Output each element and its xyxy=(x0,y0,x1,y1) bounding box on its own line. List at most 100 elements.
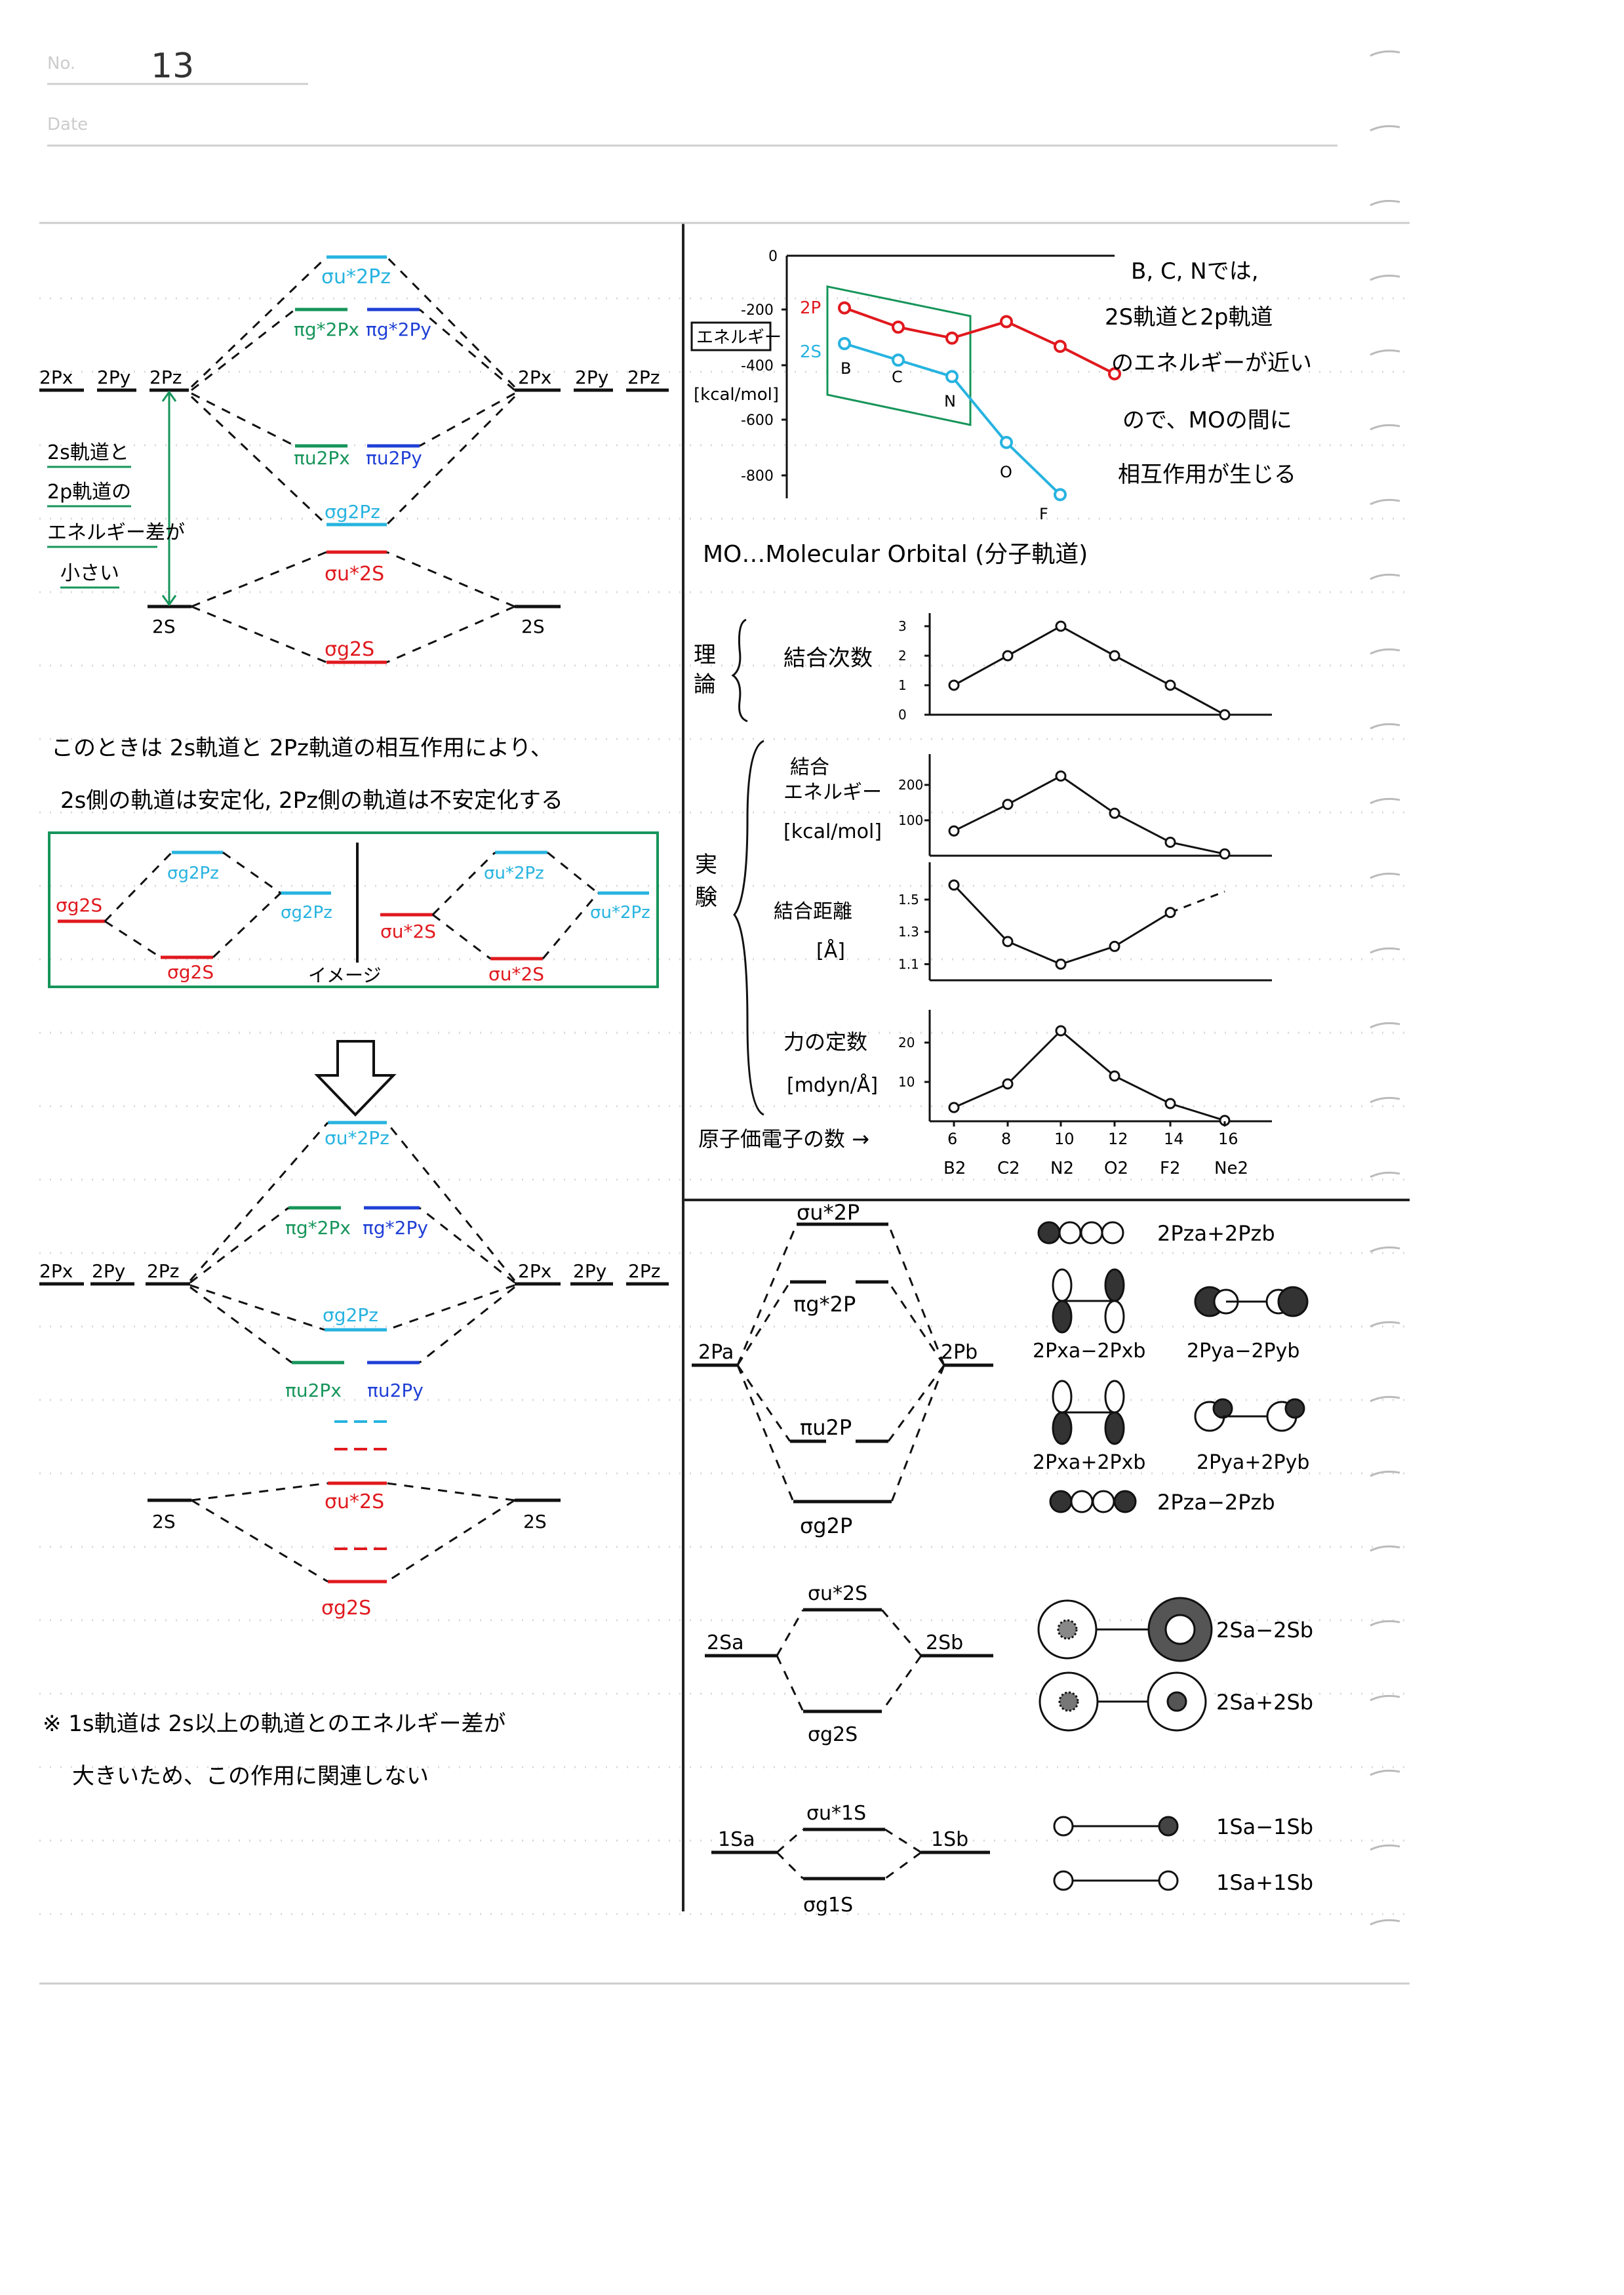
orbital-py-plus-icon xyxy=(1194,1398,1305,1432)
image-caption: イメージ xyxy=(308,965,381,986)
s-ao-b: 2Sb xyxy=(926,1631,963,1654)
mo-top-sigma-u-2pz: σu*2Pz xyxy=(321,266,391,289)
energy-point-2p xyxy=(1000,315,1013,329)
bond-energy-point xyxy=(1055,770,1067,782)
label-py-plus: 2Pya+2Pyb xyxy=(1197,1451,1309,1474)
image-left-right: σg2Pz xyxy=(281,903,332,923)
bond-length-extrapolation xyxy=(1170,890,1225,914)
energy-point-2s xyxy=(1000,435,1013,449)
binder-ring-icon xyxy=(1370,1395,1400,1403)
ao-left-2px: 2Px xyxy=(39,367,73,388)
bond-order-point xyxy=(1055,620,1067,632)
orbital-shapes: 2Pza+2Pzb 2Pxa−2Pxb 2Pya−2Pyb 2Pxa+2Pxb xyxy=(1033,1221,1313,1895)
1s-mo-sigma-u: σu*1S xyxy=(806,1802,866,1825)
ao-right-2px-b: 2Px xyxy=(518,1260,551,1282)
series-label-2p: 2P xyxy=(800,298,821,318)
bond-energy-point xyxy=(1164,836,1176,848)
ao-left-2py-b: 2Py xyxy=(92,1260,125,1282)
gap-note-1: 2s軌道と xyxy=(47,441,129,464)
1s-ao-b: 1Sb xyxy=(931,1828,968,1851)
energy-point-n: N xyxy=(944,392,956,410)
label-1s-minus: 1Sa−1Sb xyxy=(1216,1814,1313,1839)
orbital-py-minus-icon xyxy=(1194,1286,1309,1317)
bond-length-point xyxy=(948,879,960,891)
binder-ring-icon xyxy=(1370,723,1400,730)
x-number-label: 6 xyxy=(947,1130,957,1148)
mo-diagram-bottom: 2Px 2Py 2Pz 2Px 2Py 2Pz σu*2Pz πg*2Px πg… xyxy=(39,1121,669,1620)
binder-ring-icon xyxy=(1370,573,1400,580)
bond-order-line xyxy=(953,625,1225,716)
binder-ring-icon xyxy=(1370,125,1400,132)
bond-energy-point xyxy=(1002,799,1014,810)
label-pz-minus: 2Pza−2Pzb xyxy=(1157,1490,1275,1515)
binder-ring-icon xyxy=(1370,199,1400,207)
footnote-line-2: 大きいため、この作用に関連しない xyxy=(72,1763,429,1789)
ao-right-2pz-b: 2Pz xyxy=(628,1260,660,1282)
energy-point-2p xyxy=(892,320,905,334)
binder-ring-icon xyxy=(1370,1171,1400,1178)
force-constant-point xyxy=(1109,1070,1120,1082)
bond-energy-point xyxy=(1219,848,1231,860)
page-header: No. 13 Date xyxy=(47,47,1337,147)
bond-length-point xyxy=(1164,907,1176,919)
x-number-label: 12 xyxy=(1108,1130,1128,1148)
mo-bottom-pi-u-2py: πu2Py xyxy=(367,1380,424,1401)
p-ao-a: 2Pa xyxy=(698,1341,734,1364)
ao-left-2pz: 2Pz xyxy=(149,367,182,388)
energy-point-2s xyxy=(838,337,851,350)
energy-ytick-400: -400 xyxy=(741,358,774,374)
binder-ring-icon xyxy=(1370,498,1400,506)
force-constant-point xyxy=(1164,1098,1176,1109)
mo-bottom-sigma-g-2pz: σg2Pz xyxy=(323,1304,378,1326)
bond-order-point xyxy=(948,679,960,691)
bond-energy-label-1: 結合 xyxy=(790,756,829,779)
ao-right-2s-b: 2S xyxy=(523,1511,547,1532)
x-number-label: 16 xyxy=(1218,1130,1238,1148)
mo-bottom-sigma-u-2pz: σu*2Pz xyxy=(325,1127,389,1149)
orbital-2s-minus-icon xyxy=(1037,1597,1213,1662)
x-caption: 原子価電子の数 → xyxy=(698,1127,869,1151)
bond-order-point xyxy=(1164,679,1176,691)
energy-point-2s xyxy=(892,353,905,367)
bond-order-ytick-label: 2 xyxy=(898,648,907,664)
interaction-text-1: このときは 2s軌道と 2Pz軌道の相互作用により、 xyxy=(51,735,553,761)
property-charts: 理 論 実 験 結合次数 結合 エネルギー [kcal/mol] 結合距離 [Å… xyxy=(694,613,1272,1178)
binder-ring-icon xyxy=(1370,1470,1400,1477)
ao-left-2s: 2S xyxy=(152,616,176,637)
energy-point-b: B xyxy=(841,359,851,378)
binder-ring-icon xyxy=(1370,1321,1400,1328)
ao-right-2py: 2Py xyxy=(575,367,608,388)
label-px-plus: 2Pxa+2Pxb xyxy=(1033,1451,1145,1474)
mo-top-pi-u-2py: πu2Py xyxy=(366,447,422,469)
binder-ring-icon xyxy=(1370,797,1400,805)
ao-right-2py-b: 2Py xyxy=(573,1260,606,1282)
label-1s-plus: 1Sa+1Sb xyxy=(1216,1870,1313,1895)
mo-top-pi-g-2py: πg*2Py xyxy=(366,319,431,340)
footnote-line-1: ※ 1s軌道は 2s以上の軌道とのエネルギー差が xyxy=(43,1711,505,1737)
binder-ring-icon xyxy=(1370,872,1400,879)
binder-ring-icon xyxy=(1370,50,1400,57)
mo-bottom-sigma-u-2s: σu*2S xyxy=(325,1490,384,1513)
p-mo-pi-g: πg*2P xyxy=(793,1292,856,1317)
image-box: σg2Pz σg2Pz σg2S σg2S σu*2Pz σu*2Pz σu*2… xyxy=(48,831,659,988)
energy-ytick-600: -600 xyxy=(741,412,774,429)
energy-plot xyxy=(838,301,1121,502)
orbital-pz-sum-icon xyxy=(1037,1221,1124,1245)
label-theory: 理 xyxy=(694,642,716,668)
energy-note-1: B, C, Nでは, xyxy=(1131,258,1259,285)
series-label-2s: 2S xyxy=(800,342,822,362)
image-left-high: σg2Pz xyxy=(167,864,219,883)
energy-point-2p xyxy=(1054,340,1067,353)
energy-point-2s xyxy=(945,370,959,384)
ao-left-2pz-b: 2Pz xyxy=(147,1260,179,1282)
energy-chart: 0 -200 -400 -600 -800 エネルギー [kcal/mol] 2… xyxy=(690,249,1312,523)
bond-energy-ytick-label: 200 xyxy=(898,777,923,793)
orbital-1s-plus-icon xyxy=(1053,1870,1179,1891)
bond-length-point xyxy=(1109,940,1120,952)
force-constant-ytick-label: 10 xyxy=(898,1074,915,1090)
page-number: 13 xyxy=(151,47,194,86)
energy-ytick-800: -800 xyxy=(741,468,774,485)
energy-point-c: C xyxy=(892,368,903,386)
mo-bottom-pi-g-2py: πg*2Py xyxy=(363,1217,428,1239)
